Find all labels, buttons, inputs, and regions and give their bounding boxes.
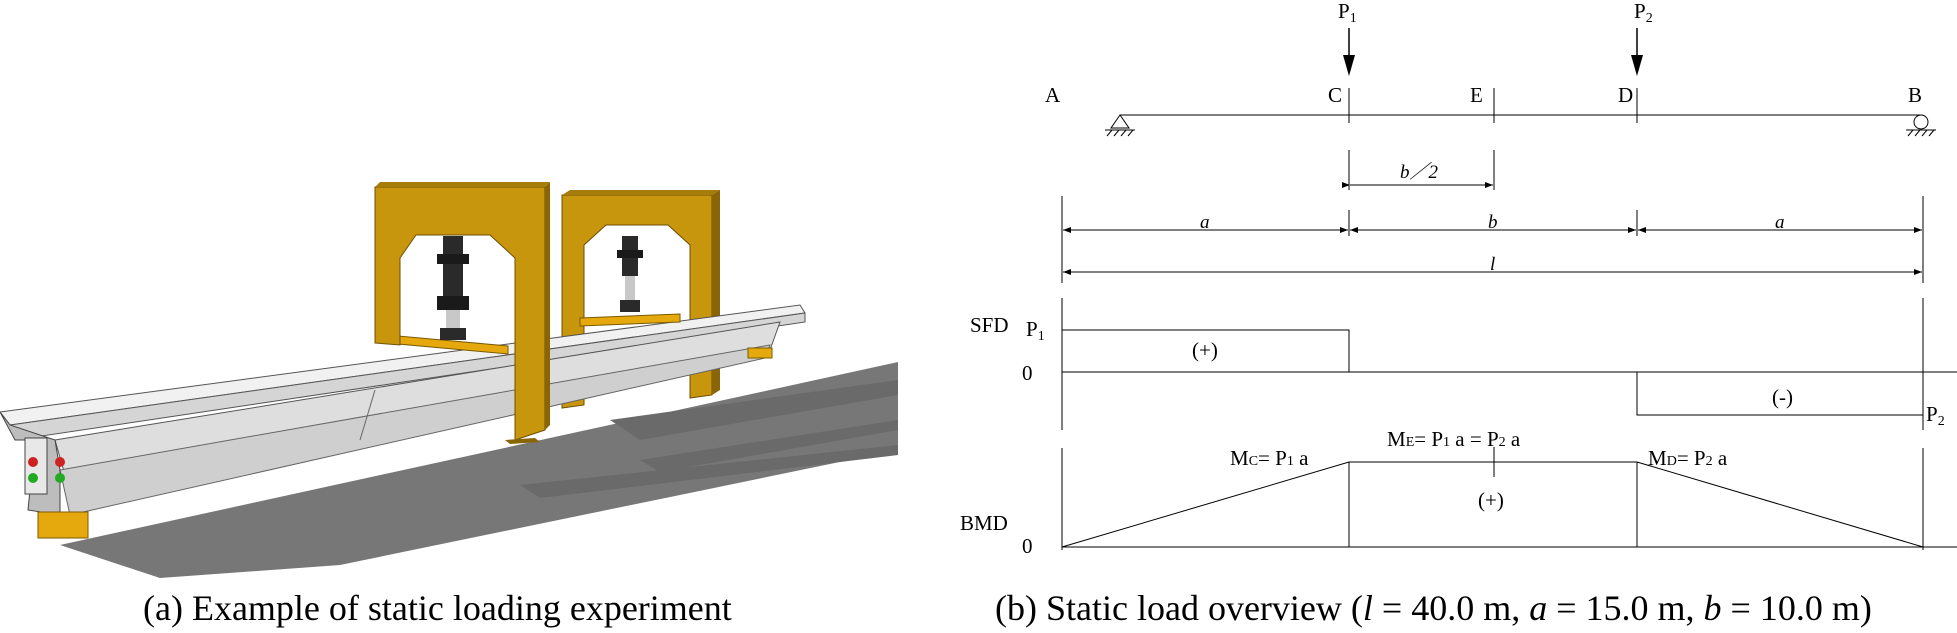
param-b-symbol: b (1703, 588, 1722, 628)
svg-text:P2: P2 (1634, 0, 1653, 26)
point-d-label: D (1618, 83, 1633, 107)
point-c-label: C (1328, 83, 1342, 107)
static-loading-illustration (0, 0, 900, 580)
caption-panel-b: (b) Static load overview (l = 40.0 m, a … (995, 588, 1872, 628)
svg-text:ME= P1 a = P2 a: ME= P1 a = P2 a (1387, 427, 1521, 451)
shear-force-diagram: SFD 0 P1 (+) (-) P2 (970, 298, 1957, 430)
rear-spreader-beam (579, 313, 681, 327)
svg-text:SFD: SFD (970, 313, 1009, 337)
point-a-label: A (1045, 83, 1061, 107)
front-load-frame (374, 182, 550, 444)
load-p2: P2 (1631, 0, 1653, 76)
svg-text:P1: P1 (1338, 0, 1357, 26)
svg-text:P2: P2 (1926, 402, 1945, 429)
rear-actuator (617, 236, 643, 312)
svg-text:l: l (1490, 254, 1495, 275)
svg-text:(-): (-) (1772, 385, 1793, 409)
left-support-pad (37, 511, 89, 539)
svg-text:MD= P2 a: MD= P2 a (1648, 446, 1728, 470)
svg-text:a: a (1775, 212, 1785, 233)
load-p1: P1 (1338, 0, 1357, 76)
svg-text:MC= P1 a: MC= P1 a (1230, 446, 1309, 470)
bending-moment-diagram: BMD 0 MC= P1 a ME= P1 a = P2 a MD= P2 a … (960, 427, 1957, 558)
caption-panel-a: (a) Example of static loading experiment (143, 588, 732, 628)
svg-text:(+): (+) (1192, 338, 1218, 362)
point-e-label: E (1470, 83, 1483, 107)
svg-text:BMD: BMD (960, 511, 1008, 535)
caption-prefix: (b) Static load overview ( (995, 588, 1363, 628)
pin-support-icon (1105, 114, 1135, 137)
static-load-diagram: P1 P2 A C E D B b／2 a (930, 0, 1957, 580)
param-l-symbol: l (1362, 588, 1373, 628)
param-b-value: = 10.0 m) (1721, 588, 1872, 628)
front-actuator (437, 236, 469, 340)
roller-support-icon (1906, 114, 1936, 137)
svg-text:0: 0 (1022, 534, 1033, 558)
param-a-value: = 15.0 m, (1547, 588, 1704, 628)
param-l-value: = 40.0 m, (1372, 588, 1530, 628)
svg-text:b: b (1488, 212, 1498, 233)
svg-text:P1: P1 (1026, 317, 1045, 344)
svg-text:0: 0 (1022, 361, 1033, 385)
param-a-symbol: a (1529, 588, 1548, 628)
point-b-label: B (1908, 83, 1922, 107)
right-support-pad (747, 347, 773, 359)
concrete-girder (0, 304, 806, 516)
svg-text:(+): (+) (1478, 488, 1504, 512)
svg-text:a: a (1200, 212, 1210, 233)
svg-text:b／2: b／2 (1400, 161, 1439, 183)
frame-shadow (610, 380, 898, 440)
